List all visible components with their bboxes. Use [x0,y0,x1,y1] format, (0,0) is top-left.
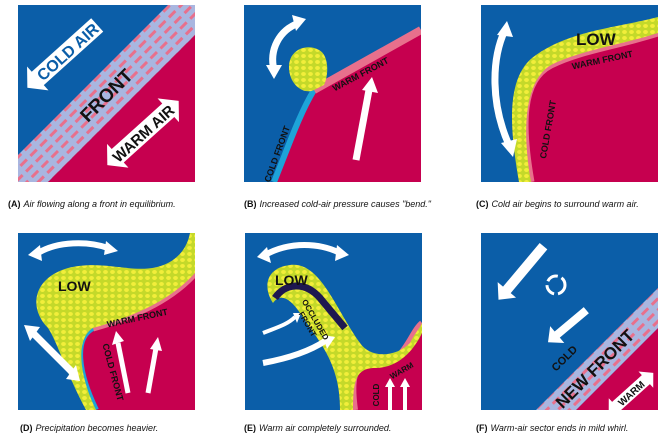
caption-text: Air flowing along a front in equilibrium… [23,199,176,209]
caption-a: (A)Air flowing along a front in equilibr… [8,199,176,209]
cold-air-arrow [497,242,548,300]
warm-front-line [312,26,421,94]
caption-b: (B)Increased cold-air pressure causes "b… [244,199,431,209]
panel-f-diagram: NEW FRONT COLD WARM [481,233,658,410]
caption-letter: (F) [476,423,488,433]
panel-a-diagram: COLD AIR FRONT WARM AIR [18,5,195,182]
low-label: LOW [576,30,617,49]
precipitation-area [289,47,328,92]
front-band [536,288,658,410]
caption-letter: (B) [244,199,257,209]
curved-arrow [491,28,513,147]
front-band [18,5,195,182]
cold-front-line [271,88,317,182]
curved-arrow [266,65,282,79]
panel-b-diagram: COLD FRONT WARM FRONT [244,5,421,182]
caption-letter: (D) [20,423,33,433]
caption-text: Increased cold-air pressure causes "bend… [259,199,431,209]
caption-letter: (C) [476,199,489,209]
caption-letter: (E) [244,423,256,433]
whirl-icon [545,274,567,296]
caption-d: (D)Precipitation becomes heavier. [20,423,158,433]
low-label: LOW [58,278,91,294]
low-label: LOW [275,272,308,288]
up-arrow [352,89,373,161]
caption-c: (C)Cold air begins to surround warm air. [476,199,639,209]
caption-letter: (A) [8,199,21,209]
caption-text: Precipitation becomes heavier. [35,423,159,433]
warm-air-region [274,30,421,182]
caption-text: Warm-air sector ends in mild whirl. [490,423,629,433]
precipitation-area [267,264,422,410]
caption-text: Cold air begins to surround warm air. [491,199,639,209]
panel-d-diagram: LOW WARM FRONT COLD FRONT [18,233,195,410]
caption-text: Warm air completely surrounded. [259,423,392,433]
cold-label: COLD [372,383,381,406]
precipitation-area [512,17,658,182]
caption-e: (E)Warm air completely surrounded. [244,423,391,433]
occluded-front-line [272,282,348,331]
caption-f: (F)Warm-air sector ends in mild whirl. [476,423,628,433]
panel-c-diagram: LOW WARM FRONT COLD FRONT [481,5,658,182]
